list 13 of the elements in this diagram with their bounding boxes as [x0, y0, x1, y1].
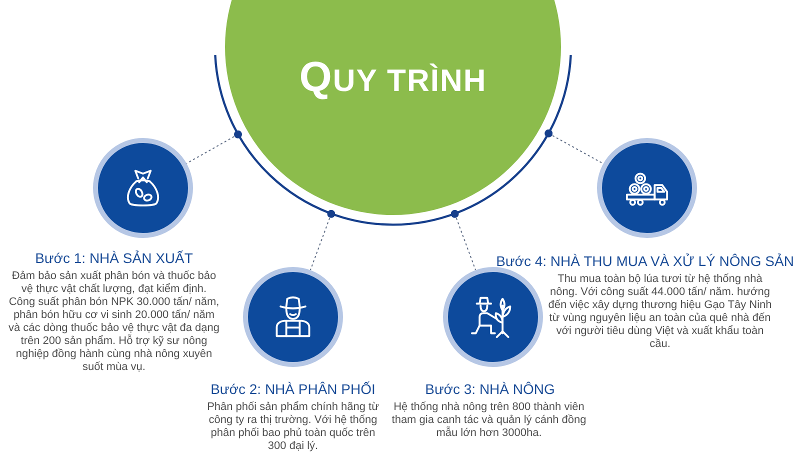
dotted-connector: [450, 210, 476, 271]
step-description: Đảm bảo sản xuất phân bón và thuốc bảo vệ thực vật chất lượng, đạt kiểm định. Công suất phân bón NPK 30.000 tấn/ năm, phân bón hữu cơ vi sinh 20.000 tấn/ năm và các dòng thuốc bảo vệ thực vật đa dạng trên 200 sản phẩm. Hỗ trợ kỹ sư nông nghiệp đồng hành cùng nhà nông xuyên suốt mùa vụ.: [7, 270, 220, 374]
step-heading: Bước 2: NHÀ PHÂN PHỐI: [210, 380, 376, 398]
dotted-connector: [186, 130, 242, 164]
dotted-connector: [544, 129, 604, 164]
dotted-connector: [310, 210, 336, 271]
step-heading: Bước 1: NHÀ SẢN XUẤT: [35, 249, 193, 267]
title-text: QUY TRÌNH: [299, 57, 487, 101]
step-description: Thu mua toàn bộ lúa tươi từ hệ thống nhà nông. Với công suất 44.000 tấn/ năm. hướng đến việc xây dựng thương hiệu Gạo Tây Ninh từ vùng nguyên liệu an toàn của quê nhà đến với người tiêu dùng Việt và xuất khẩu toàn cầu.: [548, 273, 772, 351]
step-description: Phân phối sản phẩm chính hãng từ công ty ra thị trường. Với hệ thống phân phối bao phủ toàn quốc trên 300 đại lý.: [207, 401, 379, 453]
step-heading: Bước 3: NHÀ NÔNG: [425, 380, 555, 398]
step-heading: Bước 4: NHÀ THU MUA VÀ XỬ LÝ NÔNG SẢN: [496, 252, 794, 270]
step-description: Hệ thống nhà nông trên 800 thành viên tham gia canh tác và quản lý cánh đồng mẫu lớn hơn 3000ha.: [390, 401, 588, 440]
